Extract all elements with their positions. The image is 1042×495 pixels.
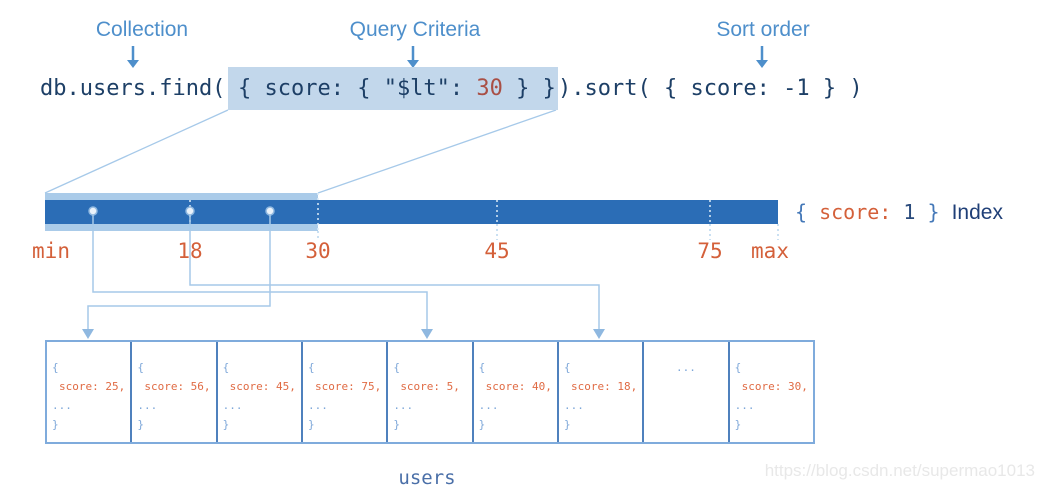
doc-ellipsis: ... [137, 399, 158, 412]
document-box: { score: 25, ... } [47, 342, 133, 442]
doc-score-field: score: 30, [741, 380, 808, 393]
collection-name-label: users [398, 467, 456, 489]
tick-label-18: 18 [177, 239, 203, 263]
doc-open-brace: { [478, 361, 486, 374]
code-query-criteria: { score: { "$lt": 30 } } [238, 75, 556, 103]
document-box: { score: 75, ... } [303, 342, 389, 442]
doc-open-brace: { [52, 361, 59, 374]
query-criteria-highlight [228, 67, 558, 110]
query-criteria-annotation: Query Criteria [349, 18, 481, 41]
doc-open-brace: { [563, 361, 571, 374]
watermark: https://blog.csdn.net/supermao1013 [764, 461, 1035, 480]
index-name-label: { score: 1 } Index [795, 200, 1003, 225]
doc-ellipsis: ... [307, 399, 328, 412]
index-direction: 1 [903, 200, 928, 224]
document-box: { score: 40, ... } [474, 342, 559, 442]
doc-score-field: score: 45, [229, 380, 296, 393]
arrowhead-icon [82, 329, 94, 339]
document-box: { score: 30, ... } [730, 342, 813, 442]
document-box: { score: 45, ... } [218, 342, 303, 442]
doc-open-brace: { [393, 361, 400, 374]
doc-close-brace: } [137, 418, 144, 431]
doc-score-field: score: 18, [570, 380, 638, 393]
criteria-post: } } [502, 76, 556, 101]
tick-label-min: min [32, 239, 70, 263]
collection-arrow-icon [127, 46, 139, 68]
documents-row: { score: 25, ... } { score: 56, ... } { … [45, 340, 815, 444]
collection-annotation: Collection [95, 18, 189, 41]
connector-score-25 [87, 215, 271, 330]
document-box-ellipsis: ... [644, 342, 730, 442]
index-entry-dot-18 [185, 206, 195, 216]
code-suffix: ).sort( { score: -1 } ) [558, 76, 863, 101]
connector-score-5 [92, 215, 428, 330]
criteria-pre: { score: { "$lt": [238, 76, 477, 101]
criteria-value: 30 [476, 76, 503, 101]
doc-ellipsis: ... [676, 361, 696, 374]
tick-stub-lines [317, 224, 779, 240]
doc-ellipsis: ... [52, 399, 72, 412]
doc-close-brace: } [307, 418, 315, 431]
index-brace-close: } [927, 200, 952, 224]
document-box: { score: 56, ... } [132, 342, 218, 442]
index-word: Index [951, 201, 1003, 224]
doc-open-brace: { [137, 361, 144, 374]
doc-open-brace: { [222, 361, 230, 374]
doc-close-brace: } [563, 418, 571, 431]
doc-score-field: score: 40, [485, 380, 552, 393]
criteria-projection-lines [44, 109, 557, 194]
doc-close-brace: } [52, 418, 59, 431]
connector-score-18 [189, 215, 600, 330]
index-entry-dot-5 [88, 206, 98, 216]
tick-label-45: 45 [484, 239, 510, 263]
connector-arrowheads [82, 329, 605, 339]
tick-label-max: max [751, 239, 789, 263]
doc-close-brace: } [478, 418, 486, 431]
tick-label-75: 75 [697, 239, 723, 263]
doc-close-brace: } [734, 418, 742, 431]
doc-ellipsis: ... [478, 399, 499, 412]
doc-score-field: score: 25, [59, 380, 126, 393]
doc-ellipsis: ... [734, 399, 755, 412]
doc-close-brace: } [393, 418, 400, 431]
doc-ellipsis: ... [563, 399, 584, 412]
doc-score-field: score: 75, [314, 380, 382, 393]
doc-ellipsis: ... [222, 399, 243, 412]
document-box: { score: 5, ... } [388, 342, 474, 442]
doc-ellipsis: ... [393, 399, 414, 412]
arrowhead-icon [593, 329, 605, 339]
arrowhead-icon [421, 329, 433, 339]
sort-order-arrow-icon [756, 46, 768, 68]
doc-score-field: score: 56, [144, 380, 211, 393]
tick-label-30: 30 [305, 239, 331, 263]
doc-open-brace: { [734, 361, 742, 374]
doc-score-field: score: 5, [400, 380, 460, 393]
code-prefix: db.users.find( [40, 76, 226, 101]
index-bar [45, 193, 779, 240]
document-box: { score: 18, ... } [559, 342, 645, 442]
index-brace-open: { [795, 200, 820, 224]
index-bar-rect [45, 200, 778, 224]
index-to-document-connectors [87, 215, 600, 330]
index-entry-dot-25 [265, 206, 275, 216]
index-key: score: [819, 200, 904, 224]
doc-close-brace: } [222, 418, 230, 431]
doc-open-brace: { [307, 361, 315, 374]
query-criteria-arrow-icon [407, 46, 419, 68]
sort-order-annotation: Sort order [716, 18, 810, 41]
